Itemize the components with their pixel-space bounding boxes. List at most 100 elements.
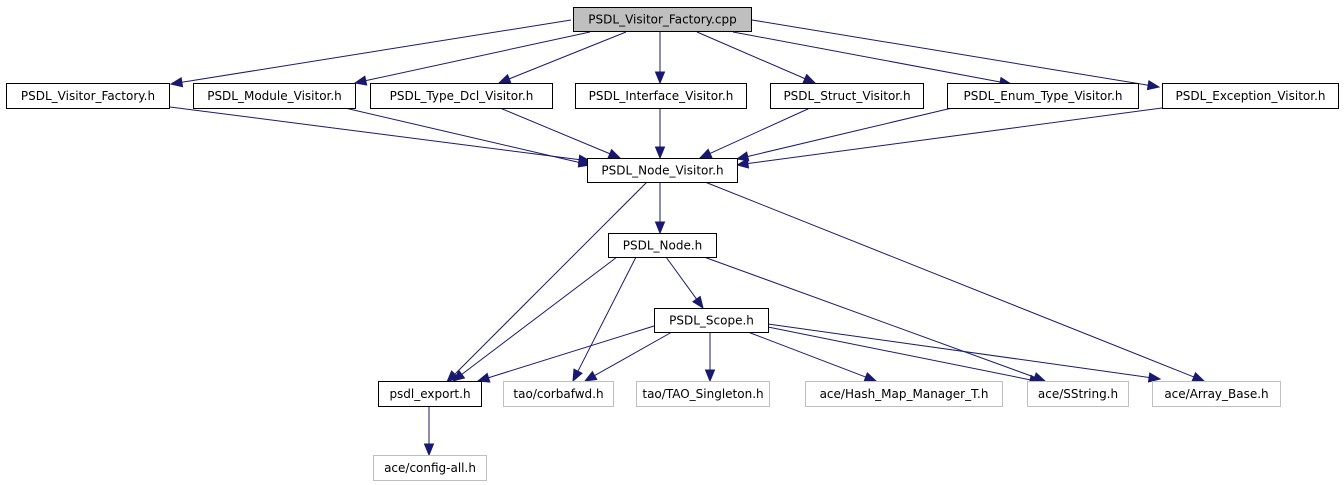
node-label: PSDL_Visitor_Factory.h <box>21 89 155 103</box>
edge-module-to-nodevis <box>344 107 592 168</box>
edge-root-to-exc <box>751 19 1161 91</box>
node-configall[interactable]: ace/config-all.h <box>373 455 487 481</box>
arrowhead-icon <box>451 369 466 382</box>
node-sstring[interactable]: ace/SString.h <box>1027 381 1129 407</box>
node-label: PSDL_Visitor_Factory.cpp <box>588 13 736 27</box>
node-label: PSDL_Module_Visitor.h <box>207 89 342 103</box>
arrowhead-icon <box>654 71 666 85</box>
node-label: ace/Hash_Map_Manager_T.h <box>820 387 989 401</box>
arrowhead-icon <box>423 443 435 457</box>
arrowhead-icon <box>169 77 184 88</box>
arrowhead-icon <box>654 221 666 235</box>
edge-line <box>365 31 591 82</box>
node-exc[interactable]: PSDL_Exception_Visitor.h <box>1162 83 1339 109</box>
node-nodevis[interactable]: PSDL_Node_Visitor.h <box>587 158 738 183</box>
edge-line <box>703 256 1035 378</box>
node-corbafwd[interactable]: tao/corbafwd.h <box>503 381 614 407</box>
arrowhead-icon <box>704 369 716 383</box>
arrowhead-icon <box>1191 371 1206 382</box>
node-box <box>6 83 170 109</box>
node-module[interactable]: PSDL_Module_Visitor.h <box>193 83 356 109</box>
node-box <box>805 381 1003 407</box>
arrowhead-icon <box>497 73 512 84</box>
node-box <box>587 158 738 183</box>
node-enum[interactable]: PSDL_Enum_Type_Visitor.h <box>947 83 1139 109</box>
edge-typedcl-to-nodevis <box>499 107 622 159</box>
node-typedcl[interactable]: PSDL_Type_Dcl_Visitor.h <box>370 83 553 109</box>
node-label: PSDL_Struct_Visitor.h <box>783 89 910 103</box>
edge-line <box>732 31 1001 83</box>
edge-root-to-struct <box>696 31 817 84</box>
edge-iface-to-nodevis <box>654 108 666 160</box>
edge-line <box>767 326 1031 381</box>
edge-line <box>747 331 866 378</box>
node-box <box>770 83 924 109</box>
node-label: PSDL_Scope.h <box>669 314 754 328</box>
edge-line <box>747 107 1163 165</box>
node-scope[interactable]: PSDL_Scope.h <box>654 308 769 333</box>
node-box <box>947 83 1139 109</box>
edge-root-to-typedcl <box>497 31 627 84</box>
node-box <box>370 83 553 109</box>
edge-nodevis-to-node <box>654 182 666 235</box>
arrowhead-icon <box>607 148 622 159</box>
arrowhead-icon <box>476 372 491 383</box>
node-root: PSDL_Visitor_Factory.cpp <box>573 7 752 32</box>
node-box <box>503 381 614 407</box>
edge-line <box>499 107 611 155</box>
node-label: PSDL_Enum_Type_Visitor.h <box>964 89 1123 103</box>
edge-line <box>488 325 655 379</box>
edge-scope-to-corbafwd <box>583 331 673 382</box>
node-box <box>608 233 717 258</box>
node-box <box>1152 381 1281 407</box>
node-arraybase[interactable]: ace/Array_Base.h <box>1152 381 1281 407</box>
edge-line <box>454 181 648 375</box>
edge-line <box>577 256 637 372</box>
edge-nodevis-to-arraybase <box>704 181 1206 382</box>
node-vf_h[interactable]: PSDL_Visitor_Factory.h <box>6 83 170 109</box>
node-label: ace/config-all.h <box>384 461 476 475</box>
edge-line <box>751 19 1149 86</box>
arrowhead-icon <box>654 146 666 160</box>
node-box <box>575 83 747 109</box>
edge-struct-to-nodevis <box>698 107 811 159</box>
arrowhead-icon <box>802 73 817 84</box>
node-iface[interactable]: PSDL_Interface_Visitor.h <box>575 83 747 109</box>
edge-enum-to-nodevis <box>735 107 953 162</box>
node-hashmap[interactable]: ace/Hash_Map_Manager_T.h <box>805 381 1003 407</box>
edge-exc-to-nodevis <box>735 107 1163 169</box>
edge-line <box>709 107 811 154</box>
edge-nodevis-to-export <box>446 181 648 383</box>
edge-line <box>169 106 580 161</box>
node-export[interactable]: psdl_export.h <box>378 381 482 407</box>
node-box <box>573 7 752 32</box>
node-label: PSDL_Node_Visitor.h <box>601 164 723 178</box>
arrowhead-icon <box>863 371 878 382</box>
arrowhead-icon <box>1147 372 1162 383</box>
node-label: ace/Array_Base.h <box>1164 387 1268 401</box>
node-node[interactable]: PSDL_Node.h <box>608 233 717 258</box>
node-struct[interactable]: PSDL_Struct_Visitor.h <box>770 83 924 109</box>
arrowhead-icon <box>735 158 750 169</box>
edge-line <box>594 331 673 377</box>
edge-scope-to-hashmap <box>747 331 878 382</box>
node-box <box>1162 83 1339 109</box>
node-box <box>654 308 769 333</box>
edge-export-to-configall <box>423 406 435 457</box>
edge-line <box>747 107 953 157</box>
node-box <box>636 381 770 407</box>
edge-root-to-vf_h <box>169 19 572 88</box>
arrowhead-icon <box>1146 79 1161 91</box>
edge-line <box>509 31 627 80</box>
node-singleton[interactable]: tao/TAO_Singleton.h <box>636 381 770 407</box>
node-label: PSDL_Interface_Visitor.h <box>589 89 734 103</box>
edges-layer <box>169 19 1206 457</box>
edge-line <box>767 323 1150 378</box>
edge-vf_h-to-nodevis <box>169 106 592 165</box>
edge-root-to-iface <box>654 32 666 85</box>
edge-line <box>461 256 618 375</box>
edge-node-to-export <box>451 256 618 382</box>
edge-root-to-module <box>353 31 591 86</box>
arrowhead-icon <box>353 75 368 86</box>
